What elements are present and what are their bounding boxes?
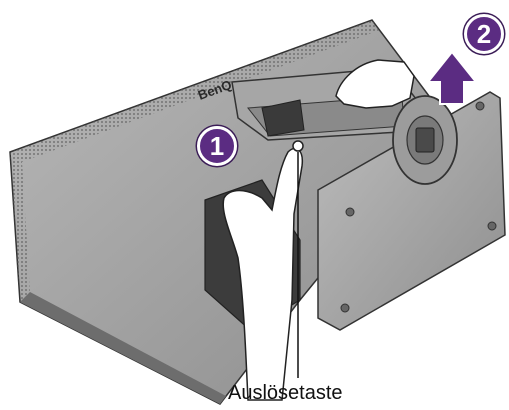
- release-button: [292, 140, 304, 152]
- step-2-number: 2: [476, 18, 492, 49]
- hinge-disc: [392, 95, 458, 185]
- lift-arrow: [425, 50, 479, 105]
- step-1-number: 1: [209, 130, 225, 161]
- step-1-badge: 1: [197, 126, 237, 166]
- hand-lifting-stand: [335, 59, 415, 109]
- stand-base-plate: [317, 91, 506, 331]
- step-2-badge: 2: [464, 14, 504, 54]
- release-button-label: Auslösetaste: [228, 382, 343, 404]
